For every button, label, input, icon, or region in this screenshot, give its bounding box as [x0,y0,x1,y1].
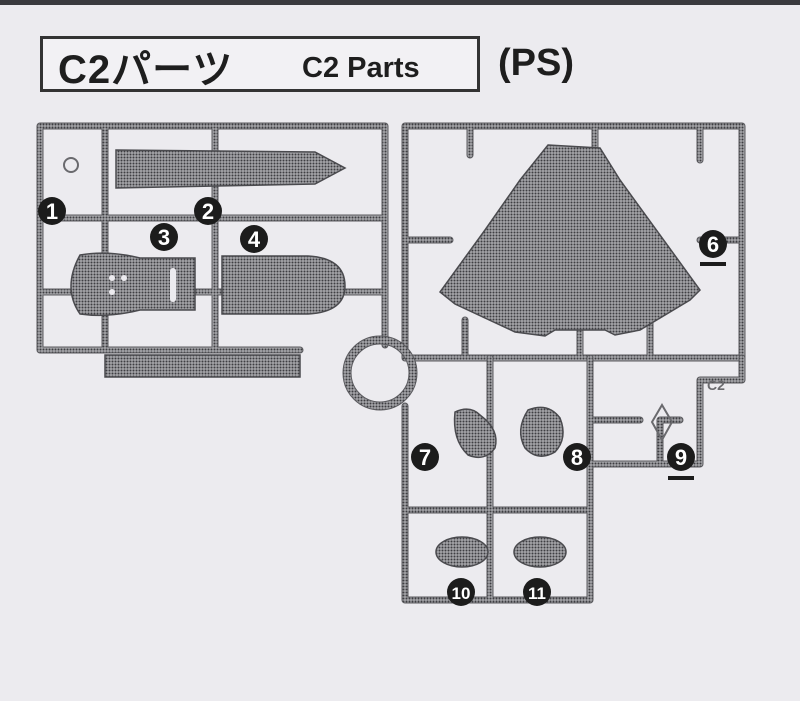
part-number-9: 9 [675,445,687,470]
part-label-11: 11 [523,578,551,606]
part-label-10: 10 [447,578,475,606]
bottom-frame-fill [402,355,745,603]
part-label-8: 8 [563,443,591,471]
part-1-shape [63,157,79,173]
gate-ring [342,335,418,411]
part-number-7: 7 [419,445,431,470]
part-3-shape [70,252,196,317]
part-label-1: 1 [38,197,66,225]
title-jp: C2パーツ [58,48,234,92]
part-numbers: 1 2 3 4 6 7 8 9 [38,197,727,606]
part-2-shape [115,149,347,189]
part-number-11: 11 [528,584,546,603]
part-label-3: 3 [150,223,178,251]
part-number-1: 1 [46,199,58,224]
part-number-4: 4 [248,227,261,252]
part-label-9: 9 [667,443,695,480]
part-label-6: 6 [699,230,727,266]
part-number-8: 8 [571,445,583,470]
part-number-3: 3 [158,225,170,250]
part-number-6: 6 [707,232,719,257]
part-label-2: 2 [194,197,222,225]
runner-bar-shape [104,354,301,378]
part-7-shape [453,408,497,459]
part-number-2: 2 [202,199,214,224]
part-3-holes [109,268,176,302]
top-border [0,0,800,5]
part-label-7: 7 [411,443,439,471]
part-4-shape [221,255,346,315]
material-label: (PS) [498,42,574,84]
part-11-shape [513,536,567,568]
title-box [40,36,480,92]
title-en: C2 Parts [302,52,420,84]
runner-id-label: C2 [707,377,725,393]
part-label-4: 4 [240,225,268,253]
part-number-10: 10 [452,584,471,603]
part-8-shape [519,406,564,457]
parts-shapes [63,144,701,568]
part-10-shape [435,536,489,568]
part-9-shape [650,403,674,443]
part-6-shape [438,144,701,337]
